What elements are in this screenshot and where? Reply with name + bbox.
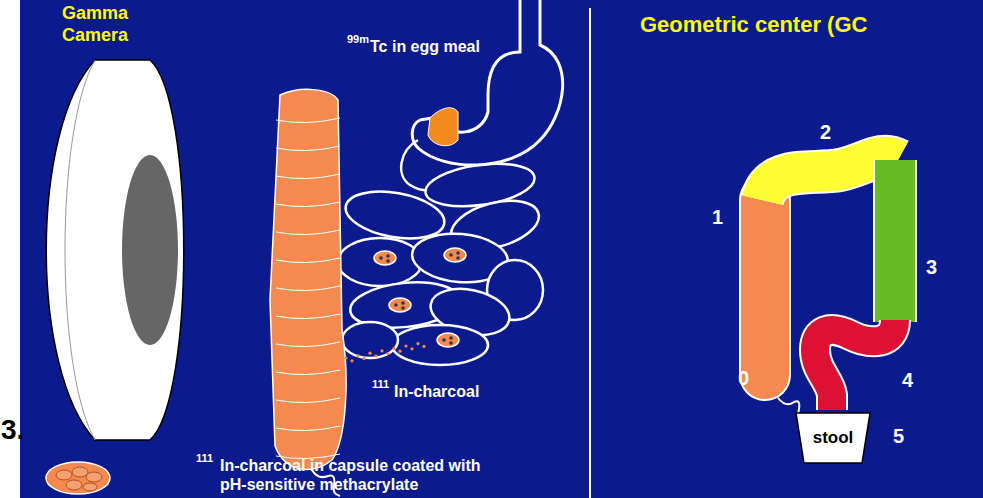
haustra-line — [276, 426, 340, 431]
isotope-superscript: 111 — [372, 378, 389, 391]
container-shape — [796, 413, 870, 463]
slide-number: 3. — [1, 413, 24, 447]
capsule-icon — [46, 462, 110, 494]
ileum-dot — [380, 349, 383, 352]
ileum-dot — [392, 347, 395, 350]
tracer-label: Tc in egg meal — [370, 37, 480, 56]
colon-segments — [762, 157, 898, 414]
ileum-dot — [398, 350, 401, 353]
ileum-dot — [362, 357, 365, 360]
haustra-line — [276, 258, 340, 263]
capsule-caption: In-charcoal in capsule coated with pH-se… — [220, 456, 492, 494]
ileum-dot — [350, 359, 353, 362]
segment-number: 3 — [926, 255, 937, 279]
isotope-superscript: 111 — [196, 452, 213, 465]
haustra-line — [276, 202, 340, 207]
ileum-dot — [404, 344, 407, 347]
stomach — [412, 0, 562, 165]
ileum-dot — [356, 354, 359, 357]
gamma-camera — [46, 60, 184, 440]
haustra-line — [276, 230, 340, 235]
ileum-dot — [422, 345, 425, 348]
ileum-dot — [374, 354, 377, 357]
small-bowel — [338, 140, 544, 365]
haustra-line — [276, 314, 340, 319]
segment-number: 5 — [893, 424, 904, 448]
egg-meal — [428, 108, 458, 146]
device-label: Gamma Camera — [62, 3, 138, 46]
ileum-dot — [410, 347, 413, 350]
container-label: stool — [795, 412, 871, 448]
divider-line — [589, 8, 591, 498]
haustra-line — [276, 286, 340, 291]
isotope-superscript: 99m — [347, 33, 369, 46]
stool-container: stool — [795, 412, 871, 464]
haustra-line — [276, 342, 340, 347]
haustra-line — [276, 118, 340, 123]
segment-number: 2 — [820, 120, 831, 144]
panel-title: Geometric center (GC — [640, 12, 867, 38]
capsule-markers — [374, 248, 466, 347]
haustra-line — [276, 370, 340, 375]
colon-illustration — [270, 89, 346, 496]
haustra-line — [276, 174, 340, 179]
ileum-dot — [344, 356, 347, 359]
haustra-line — [276, 146, 340, 151]
segment-number: 1 — [712, 205, 723, 229]
segment-number: 4 — [902, 368, 913, 392]
segment-number: 0 — [738, 366, 749, 390]
tracer-label: In-charcoal — [394, 382, 479, 401]
haustra-line — [276, 398, 340, 403]
ileum-dot — [416, 342, 419, 345]
ileum-dot — [386, 352, 389, 355]
background-panel — [20, 0, 983, 498]
ileum-dot — [368, 352, 371, 355]
